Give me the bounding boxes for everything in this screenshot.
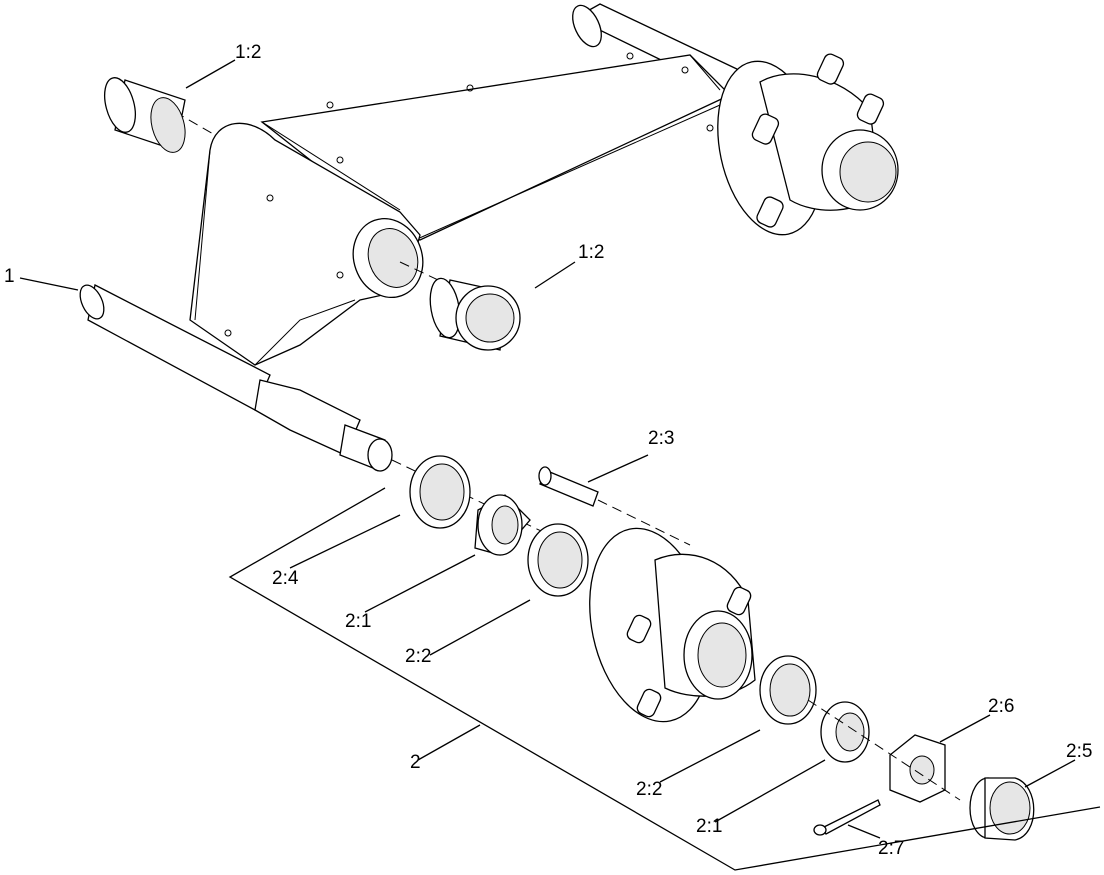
callout-2-1-a: 2:1 [345, 611, 371, 632]
spindle-shaft [79, 284, 561, 541]
bearing-cone-2 [820, 701, 870, 763]
callout-2-5: 2:5 [1066, 741, 1092, 762]
callout-labels: 1:2 1:2 1 2:3 2:4 2:1 2:2 2 2:6 2:5 2:2 … [4, 42, 1092, 859]
callout-1-2-middle: 1:2 [578, 242, 604, 263]
bushing-top [104, 77, 186, 153]
callout-2-2-a: 2:2 [405, 646, 431, 667]
callout-2-6: 2:6 [988, 696, 1014, 717]
lower-hub [589, 527, 756, 723]
swing-arm-assembly [174, 3, 762, 366]
wheel-bolt [538, 466, 691, 546]
dust-cap [969, 777, 1035, 841]
bearing-cup-1 [527, 523, 589, 597]
cotter-pin [813, 799, 881, 836]
callout-1-2-top: 1:2 [235, 42, 261, 63]
group-bracket [228, 487, 1101, 871]
bearing-cone-1 [474, 494, 531, 556]
seal [409, 455, 471, 529]
callout-2-2-b: 2:2 [636, 779, 662, 800]
callout-2: 2 [410, 752, 421, 773]
callout-2-7: 2:7 [878, 838, 904, 859]
bearing-cup-2 [759, 655, 817, 725]
callout-2-1-b: 2:1 [696, 816, 722, 837]
callout-2-4: 2:4 [272, 568, 299, 589]
bushing-middle [429, 277, 521, 351]
callout-1: 1 [4, 266, 15, 287]
castle-nut [889, 734, 946, 803]
upper-hub [717, 53, 899, 236]
callout-2-3: 2:3 [648, 428, 674, 449]
leader-lines [19, 59, 1076, 839]
